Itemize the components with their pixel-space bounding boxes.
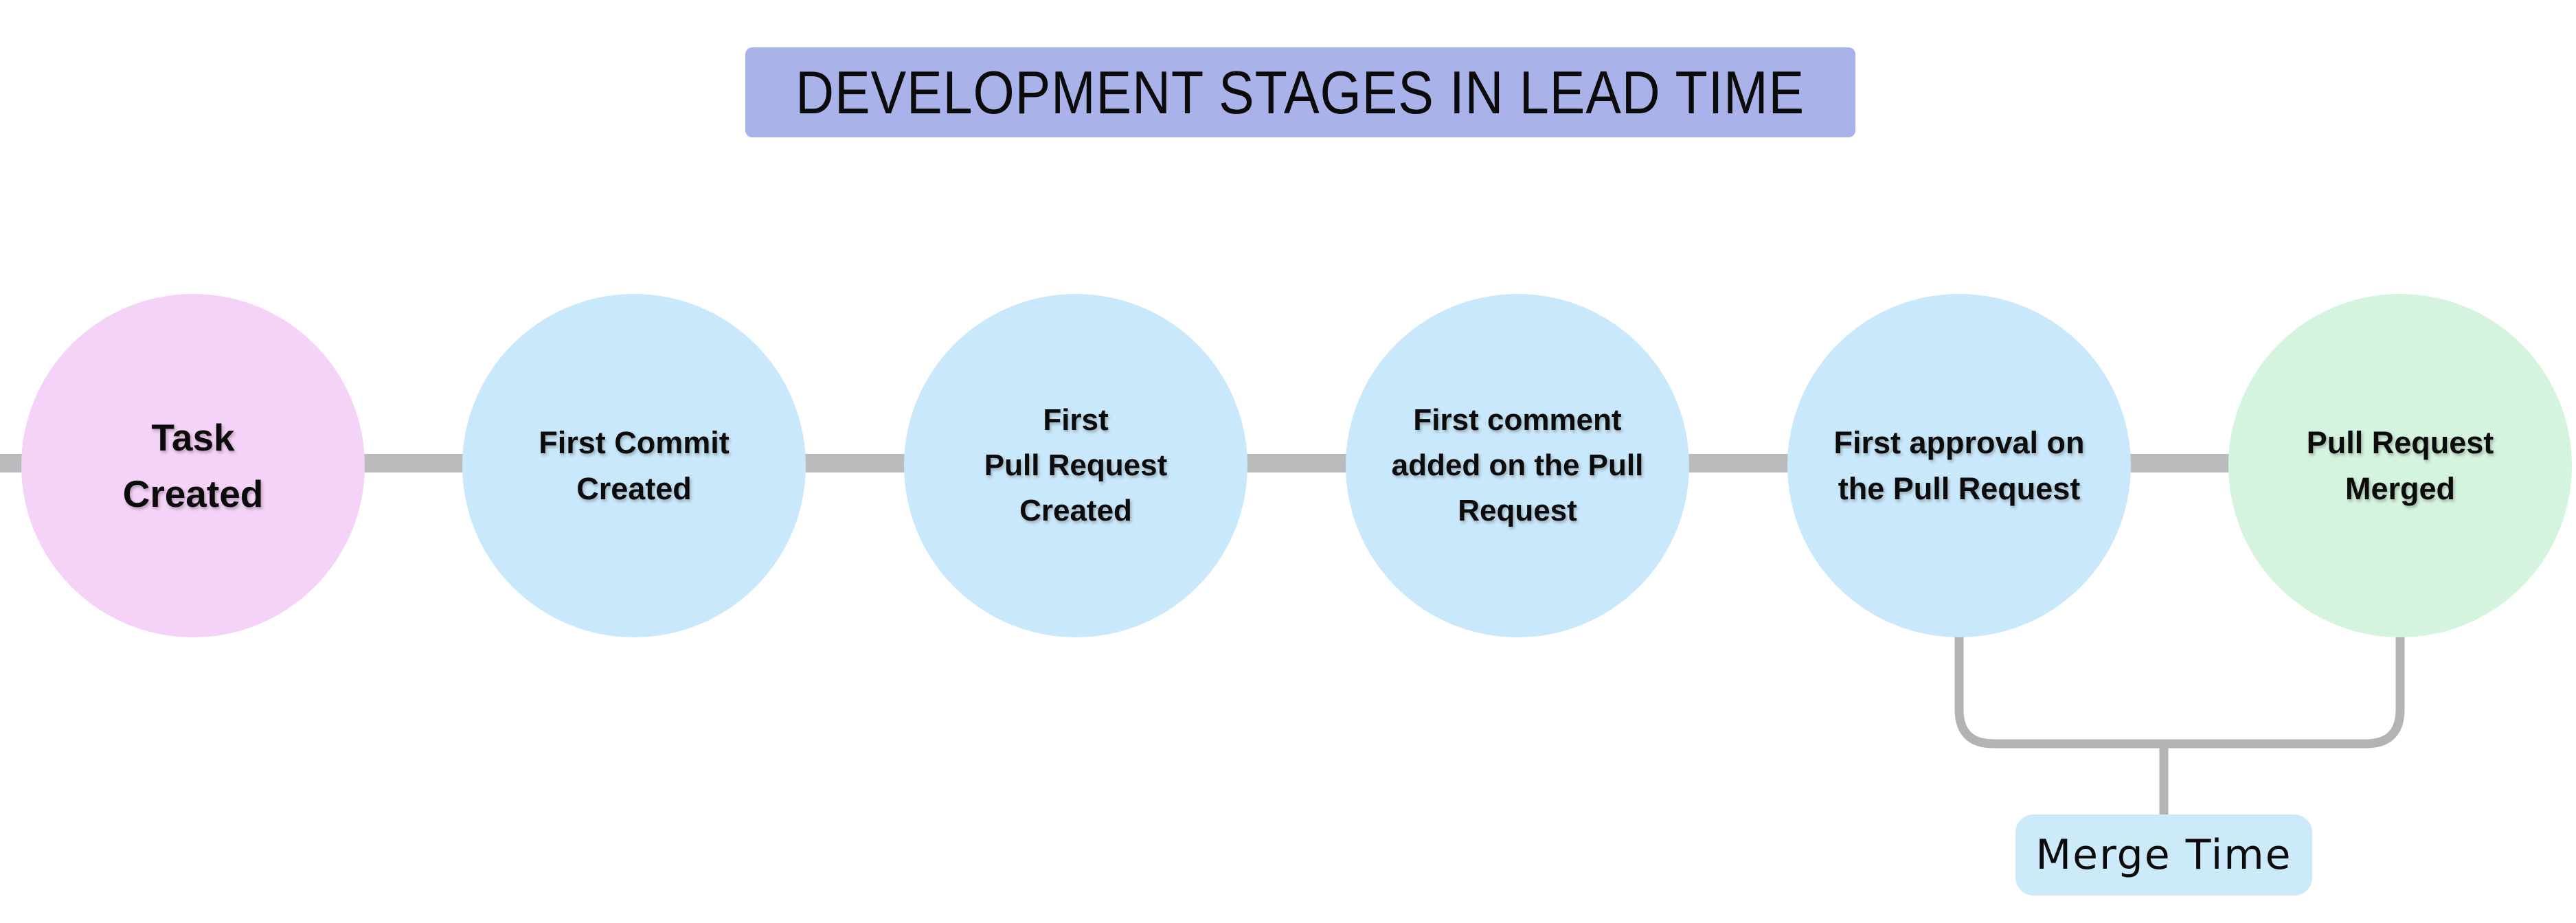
stage-circle-4: First comment added on the Pull Request — [1346, 294, 1689, 637]
stage-circle-3: First Pull Request Created — [904, 294, 1247, 637]
merge-time-label: Merge Time — [2015, 814, 2312, 896]
stage-label-6: Pull Request Merged — [2306, 424, 2494, 507]
stage-circle-2: First Commit Created — [462, 294, 806, 637]
stage-circle-1: Task Created — [21, 294, 365, 637]
stage-label-1: Task Created — [122, 415, 264, 516]
stage-label-2: First Commit Created — [539, 424, 730, 507]
diagram-title: DEVELOPMENT STAGES IN LEAD TIME — [795, 58, 1805, 126]
stage-label-3: First Pull Request Created — [984, 403, 1168, 527]
stage-circle-6: Pull Request Merged — [2228, 294, 2572, 637]
title-banner: DEVELOPMENT STAGES IN LEAD TIME — [745, 47, 1855, 137]
stage-circle-5: First approval on the Pull Request — [1787, 294, 2131, 637]
stage-label-4: First comment added on the Pull Request — [1391, 403, 1644, 527]
merge-time-text: Merge Time — [2035, 831, 2292, 879]
stage-label-5: First approval on the Pull Request — [1833, 424, 2085, 507]
bracket-path — [1954, 635, 2405, 749]
